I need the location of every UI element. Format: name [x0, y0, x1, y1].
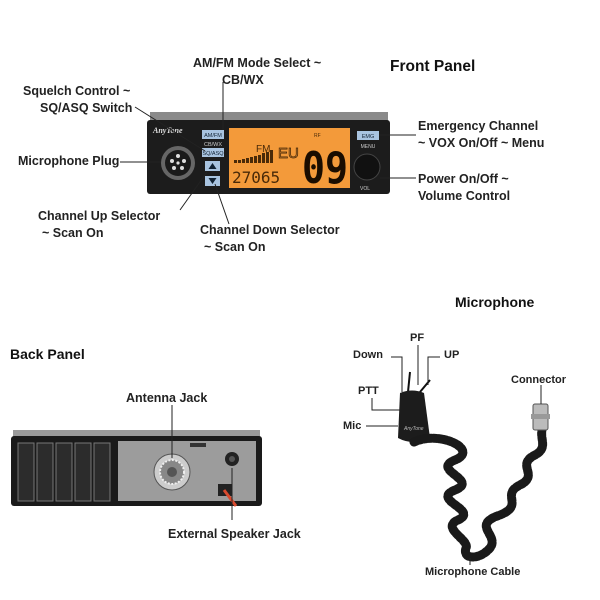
cbwx-label: CB/WX [204, 142, 222, 148]
radio-back [11, 430, 262, 507]
mode-select-label-2: CB/WX [222, 73, 264, 87]
mode-select-label-1: AM/FM Mode Select ~ [193, 56, 322, 70]
channel-up-label-1: Channel Up Selector [38, 209, 161, 223]
channel-down-label-1: Channel Down Selector [200, 223, 340, 237]
svg-text:AM/FM: AM/FM [204, 133, 222, 139]
antenna-jack-label: Antenna Jack [126, 391, 208, 405]
emergency-label-1: Emergency Channel [418, 119, 539, 133]
arrow-up-icon [208, 163, 217, 169]
power-label-1: Power On/Off ~ [418, 172, 509, 186]
svg-text:EU: EU [278, 145, 299, 162]
up-label: UP [444, 349, 460, 361]
front-panel-title: Front Panel [390, 58, 476, 75]
svg-text:EMG: EMG [362, 134, 375, 140]
lcd-display [229, 128, 350, 188]
channel-up-label-2: ~ Scan On [42, 226, 104, 240]
arrow-down-icon [208, 178, 217, 184]
sq-asq-button[interactable] [202, 148, 224, 157]
emergency-label-2: ~ VOX On/Off ~ Menu [418, 136, 545, 150]
svg-text:09: 09 [302, 143, 348, 194]
down-label: Down [353, 349, 383, 361]
front-leader-lines [120, 82, 416, 225]
emg-button[interactable] [357, 131, 379, 140]
svg-text:AnyTone: AnyTone [403, 426, 424, 432]
brand-logo: AnyTone [152, 126, 183, 135]
amfm-button[interactable] [202, 130, 224, 139]
back-panel-title: Back Panel [10, 346, 85, 362]
svg-text:MENU: MENU [361, 144, 376, 150]
power-label-2: Volume Control [418, 189, 511, 203]
svg-text:RF: RF [314, 133, 321, 139]
pf-label: PF [410, 332, 425, 344]
microphone-drawing: AnyTone [398, 371, 550, 562]
cable-label: Microphone Cable [425, 566, 521, 578]
volume-knob[interactable] [353, 153, 381, 181]
svg-text:VOL: VOL [360, 186, 370, 192]
mic-plug-label: Microphone Plug [18, 154, 120, 168]
speaker-jack-label: External Speaker Jack [168, 527, 301, 541]
connector-label: Connector [511, 374, 566, 386]
svg-text:27065: 27065 [232, 168, 280, 187]
channel-down-label-2: ~ Scan On [204, 240, 266, 254]
squelch-label-1: Squelch Control ~ [23, 84, 131, 98]
ptt-label: PTT [358, 385, 379, 397]
radio-front: AnyTone AM/FM CB/WX SQ/ASQ FM EU 27065 0… [147, 112, 390, 194]
squelch-label-2: SQ/ASQ Switch [40, 101, 133, 115]
svg-text:FM: FM [256, 144, 270, 155]
svg-text:SQ/ASQ: SQ/ASQ [202, 151, 224, 157]
mic-label: Mic [343, 420, 362, 432]
microphone-title: Microphone [455, 294, 535, 310]
